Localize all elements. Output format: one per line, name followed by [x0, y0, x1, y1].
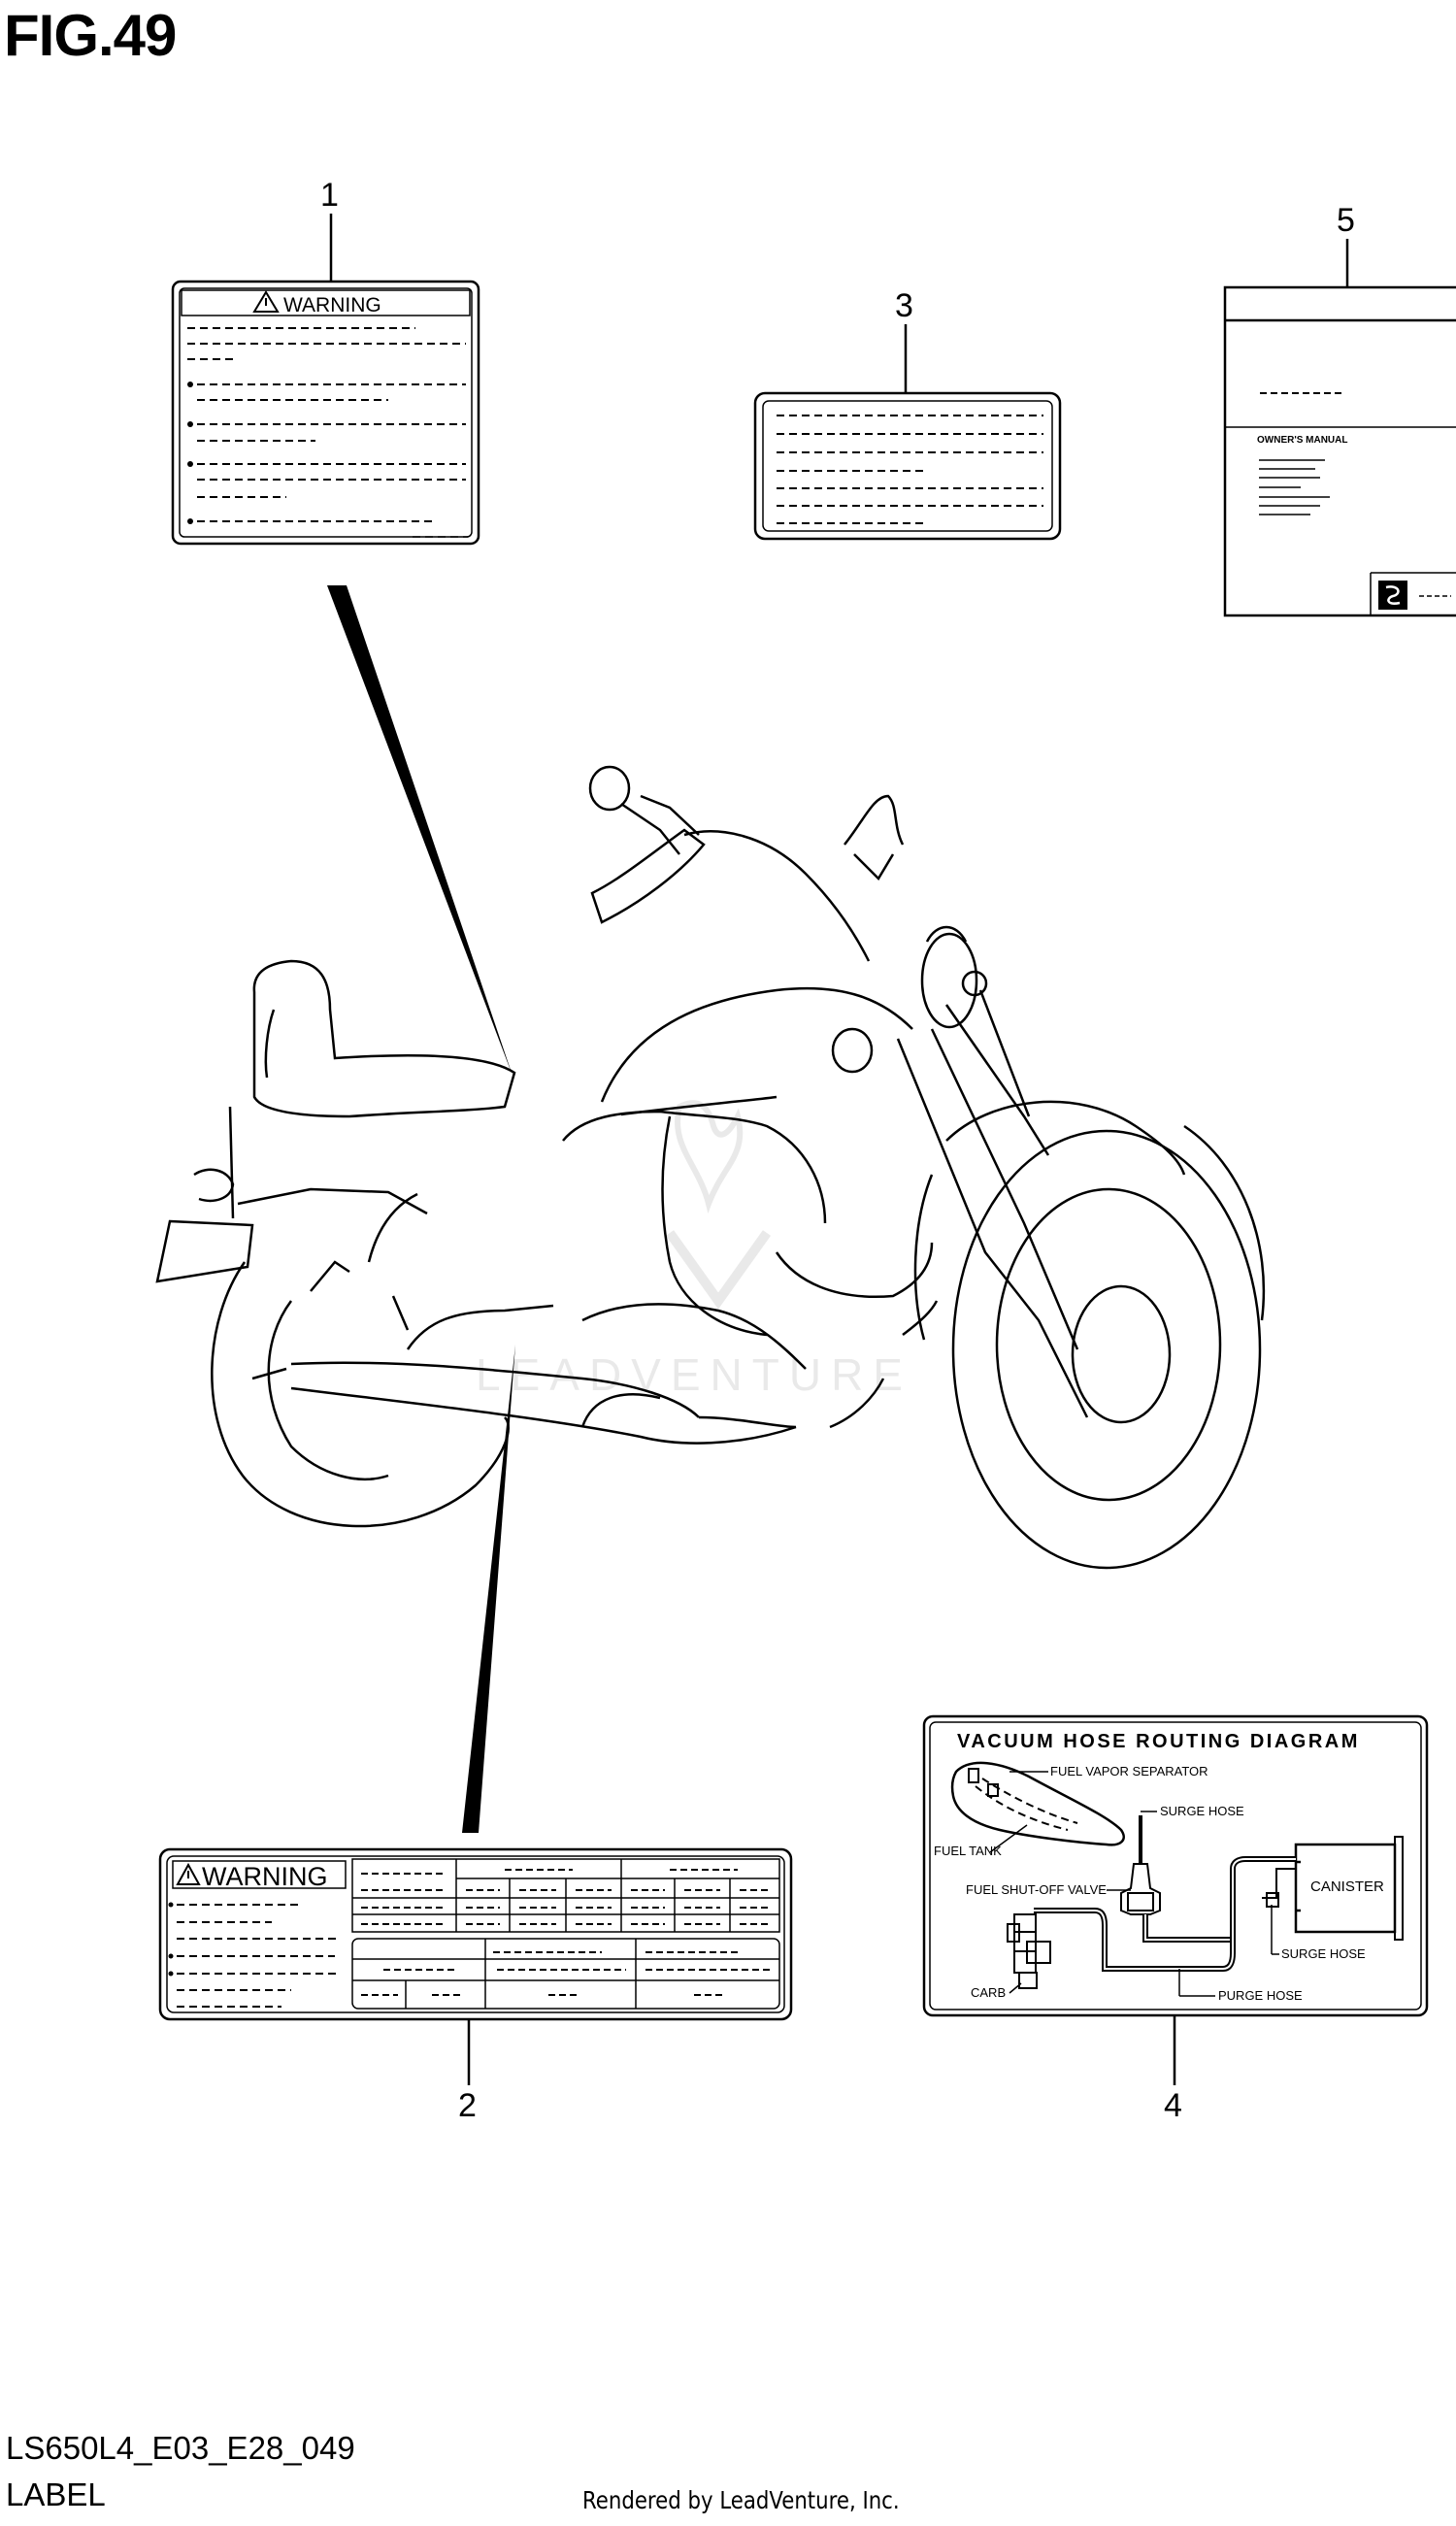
- warning-label-1-heading: WARNING: [283, 294, 381, 316]
- leader-line-1: [327, 585, 513, 1076]
- warning-triangle-icon: [252, 290, 280, 313]
- callout-number-2: 2: [458, 2087, 477, 2124]
- callout-number-5: 5: [1337, 202, 1355, 239]
- label-canister: CANISTER: [1310, 1878, 1384, 1895]
- warning-label-2-heading: WARNING: [202, 1862, 328, 1891]
- vacuum-diagram-title: VACUUM HOSE ROUTING DIAGRAM: [957, 1731, 1360, 1752]
- warning-label-1: WARNING: [171, 280, 480, 546]
- label-fuel-shutoff-valve: FUEL SHUT-OFF VALVE: [966, 1882, 1107, 1897]
- fuel-tank-shape: [950, 1761, 1125, 1846]
- warning-label-2: WARNING: [158, 1847, 793, 2021]
- owners-manual-heading: OWNER'S MANUAL: [1257, 435, 1347, 446]
- label-surge-hose-top: SURGE HOSE: [1160, 1804, 1244, 1818]
- owners-manual: OWNER'S MANUAL: [1223, 285, 1456, 617]
- callout-number-1: 1: [320, 177, 339, 214]
- leader-line-2: [462, 1345, 515, 1833]
- vacuum-hose-label: VACUUM HOSE ROUTING DIAGRAM: [922, 1714, 1429, 2017]
- motorcycle-outline: [155, 765, 1266, 1570]
- warning-triangle-icon: [176, 1862, 201, 1885]
- figure-caption: LABEL: [6, 2476, 106, 2512]
- carb-shape: [1007, 1913, 1051, 1989]
- label-carb: CARB: [971, 1985, 1006, 2000]
- caution-label-3: [753, 391, 1062, 541]
- label-surge-hose-right: SURGE HOSE: [1281, 1946, 1366, 1961]
- callout-number-3: 3: [895, 287, 913, 324]
- label-fuel-tank: FUEL TANK: [934, 1844, 1002, 1858]
- callout-3: 3: [895, 287, 913, 393]
- callout-2: 2: [458, 2019, 477, 2124]
- callout-1: 1: [320, 177, 339, 282]
- render-credit: Rendered by LeadVenture, Inc.: [582, 2486, 900, 2514]
- callout-4: 4: [1164, 2015, 1182, 2124]
- callout-number-4: 4: [1164, 2087, 1182, 2124]
- callout-5: 5: [1337, 202, 1355, 287]
- figure-title: FIG.49: [4, 3, 177, 68]
- label-fuel-vapor-separator: FUEL VAPOR SEPARATOR: [1050, 1764, 1208, 1778]
- figure-code: LS650L4_E03_E28_049: [6, 2430, 355, 2466]
- watermark: LEADVENTURE: [476, 1100, 903, 1400]
- label-purge-hose: PURGE HOSE: [1218, 1988, 1303, 2003]
